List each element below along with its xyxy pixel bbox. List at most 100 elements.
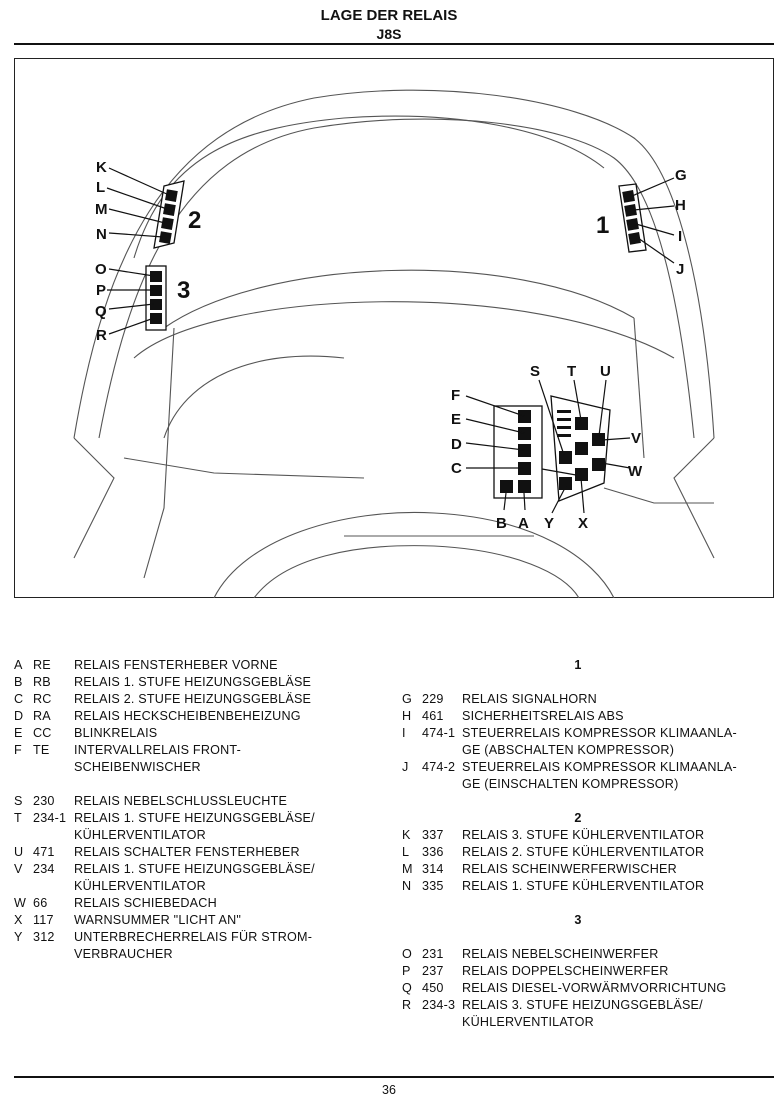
- label-t: T: [567, 363, 576, 380]
- legend-text: RELAIS FENSTERHEBER VORNE: [74, 658, 278, 672]
- legend-letter: R: [402, 998, 412, 1012]
- legend-text: RELAIS SCHEINWERFERWISCHER: [462, 862, 677, 876]
- legend-letter: P: [402, 964, 411, 978]
- section-heading-1: 1: [574, 658, 582, 672]
- legend-letter: K: [402, 828, 411, 842]
- dashboard-outline: [73, 89, 715, 598]
- legend-text: BLINKRELAIS: [74, 726, 158, 740]
- legend-code: 450: [422, 981, 444, 995]
- legend-right: 1 G 229 RELAIS SIGNALHORN H 461 SICHERHEITSR…: [402, 657, 774, 1031]
- label-c: C: [451, 460, 462, 477]
- legend-code: RB: [33, 675, 51, 689]
- label-d: D: [451, 436, 462, 453]
- legend-letter: V: [14, 862, 23, 876]
- label-m: M: [95, 201, 108, 218]
- legend-letter: I: [402, 726, 406, 740]
- legend-code: 336: [422, 845, 444, 859]
- legend-letter: E: [14, 726, 23, 740]
- legend-code: 234-3: [422, 998, 456, 1012]
- legend-text: RELAIS DOPPELSCHEINWERFER: [462, 964, 669, 978]
- label-j: J: [676, 261, 684, 278]
- legend-text: UNTERBRECHERRELAIS FÜR STROM- VERBRAUCHE…: [74, 930, 313, 961]
- legend-code: 474-2: [422, 760, 456, 774]
- legend-code: 337: [422, 828, 444, 842]
- legend-text: RELAIS SCHIEBEDACH: [74, 896, 217, 910]
- legend-text: SICHERHEITSRELAIS ABS: [462, 709, 624, 723]
- section-heading-2: 2: [574, 811, 582, 825]
- leader-lines: [106, 167, 675, 514]
- legend-letter: L: [402, 845, 410, 859]
- legend-item-h: H 461 SICHERHEITSRELAIS ABS: [402, 708, 774, 725]
- legend-text: RELAIS SIGNALHORN: [462, 692, 597, 706]
- legend-text: RELAIS NEBELSCHLUSSLEUCHTE: [74, 794, 288, 808]
- legend-code: 229: [422, 692, 444, 706]
- legend-letter: O: [402, 947, 412, 961]
- legend-text: RELAIS 2. STUFE HEIZUNGSGEBLÄSE: [74, 692, 312, 706]
- label-u: U: [600, 363, 611, 380]
- legend-code: 230: [33, 794, 55, 808]
- legend-letter: N: [402, 879, 412, 893]
- legend-letter: F: [14, 743, 22, 757]
- legend-letter: S: [14, 794, 23, 808]
- page-subtitle: J8S: [376, 26, 402, 42]
- legend-text: RELAIS NEBELSCHEINWERFER: [462, 947, 659, 961]
- legend-text: RELAIS DIESEL-VORWÄRMVORRICHTUNG: [462, 981, 727, 995]
- footer-divider: [14, 1076, 774, 1078]
- legend-text: RELAIS 1. STUFE KÜHLERVENTILATOR: [462, 879, 705, 893]
- page-title: LAGE DER RELAIS: [320, 7, 458, 24]
- legend-item-m: M 314 RELAIS SCHEINWERFERWISCHER: [402, 861, 774, 878]
- legend-letter: B: [14, 675, 23, 689]
- label-k: K: [96, 159, 107, 176]
- legend-code: 314: [422, 862, 444, 876]
- legend-code: 234: [33, 862, 55, 876]
- legend-code: 471: [33, 845, 55, 859]
- legend-letter: U: [14, 845, 24, 859]
- label-b: B: [496, 515, 507, 532]
- legend-letter: J: [402, 760, 409, 774]
- legend-letter: M: [402, 862, 413, 876]
- legend-letter: Q: [402, 981, 412, 995]
- legend-letter: X: [14, 913, 23, 927]
- relay-location-diagram: K L M N 2 O P Q R 3 G H I J 1 F E D C B …: [73, 89, 715, 598]
- legend-code: 66: [33, 896, 48, 910]
- label-f: F: [451, 387, 460, 404]
- relay-group-2: [153, 180, 185, 249]
- legend-code: 461: [422, 709, 444, 723]
- group-number-3: 3: [177, 277, 190, 304]
- legend-code: TE: [33, 743, 50, 757]
- legend-letter: H: [402, 709, 412, 723]
- label-s: S: [530, 363, 540, 380]
- label-q: Q: [95, 303, 107, 320]
- relay-group-1: [618, 183, 647, 253]
- legend-letter: C: [14, 692, 24, 706]
- label-h: H: [675, 197, 686, 214]
- legend-letter: D: [14, 709, 24, 723]
- legend-code: 474-1: [422, 726, 456, 740]
- legend-text: RELAIS 2. STUFE KÜHLERVENTILATOR: [462, 845, 705, 859]
- legend-text: RELAIS 3. STUFE HEIZUNGSGEBLÄSE/ KÜHLERV…: [462, 998, 703, 1029]
- legend-text: RELAIS 1. STUFE HEIZUNGSGEBLÄSE: [74, 675, 312, 689]
- legend-code: RA: [33, 709, 51, 723]
- legend-text: INTERVALLRELAIS FRONT- SCHEIBENWISCHER: [74, 743, 241, 774]
- legend-letter: G: [402, 692, 412, 706]
- legend-code: RC: [33, 692, 52, 706]
- legend-code: 231: [422, 947, 444, 961]
- header-divider: [14, 43, 774, 45]
- label-r: R: [96, 327, 107, 344]
- legend-letter: A: [14, 658, 23, 672]
- legend-text: RELAIS SCHALTER FENSTERHEBER: [74, 845, 300, 859]
- legend-item-r: R 234-3 RELAIS 3. STUFE HEIZUNGSGEBLÄSE/ K…: [402, 997, 774, 1031]
- group-number-2: 2: [188, 207, 201, 234]
- legend-code: CC: [33, 726, 52, 740]
- section-heading-3: 3: [574, 913, 582, 927]
- label-a: A: [518, 515, 529, 532]
- legend-item-l: L 336 RELAIS 2. STUFE KÜHLERVENTILATOR: [402, 844, 774, 861]
- group-number-1: 1: [596, 212, 609, 239]
